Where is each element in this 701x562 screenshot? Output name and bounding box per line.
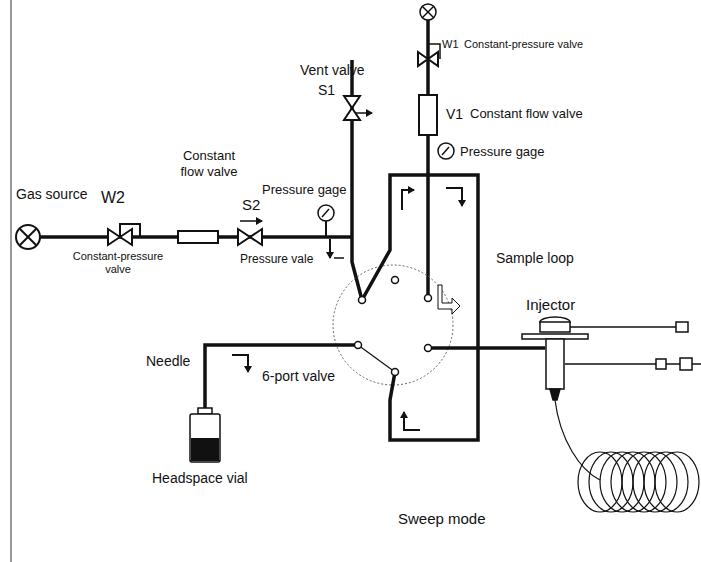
label-text: Injector <box>526 296 575 314</box>
label-text: Constant flow valve <box>176 148 242 179</box>
label-text: Constant-pressure valve <box>70 250 166 276</box>
label-text: Vent valve <box>300 62 365 79</box>
label-text: Sample loop <box>496 250 574 267</box>
label-text: W2 <box>101 188 125 207</box>
label-text: Constant flow valve <box>470 106 583 122</box>
label-text: Constant-pressure valve <box>464 38 583 51</box>
label-text: S1 <box>318 82 335 99</box>
label-text: Sweep mode <box>398 510 486 528</box>
label-text: Needle <box>146 353 190 370</box>
label-text: 6-port valve <box>262 368 335 385</box>
label-text: Headspace vial <box>152 470 248 487</box>
label-text: V1 <box>446 106 463 123</box>
label-text: S2 <box>242 196 260 214</box>
label-text: Pressure vale <box>240 252 313 266</box>
label-text: Pressure gage <box>262 182 347 198</box>
label-text: Gas source <box>16 186 88 203</box>
label-text: Pressure gage <box>460 144 545 160</box>
label-text: W1 <box>442 38 459 51</box>
